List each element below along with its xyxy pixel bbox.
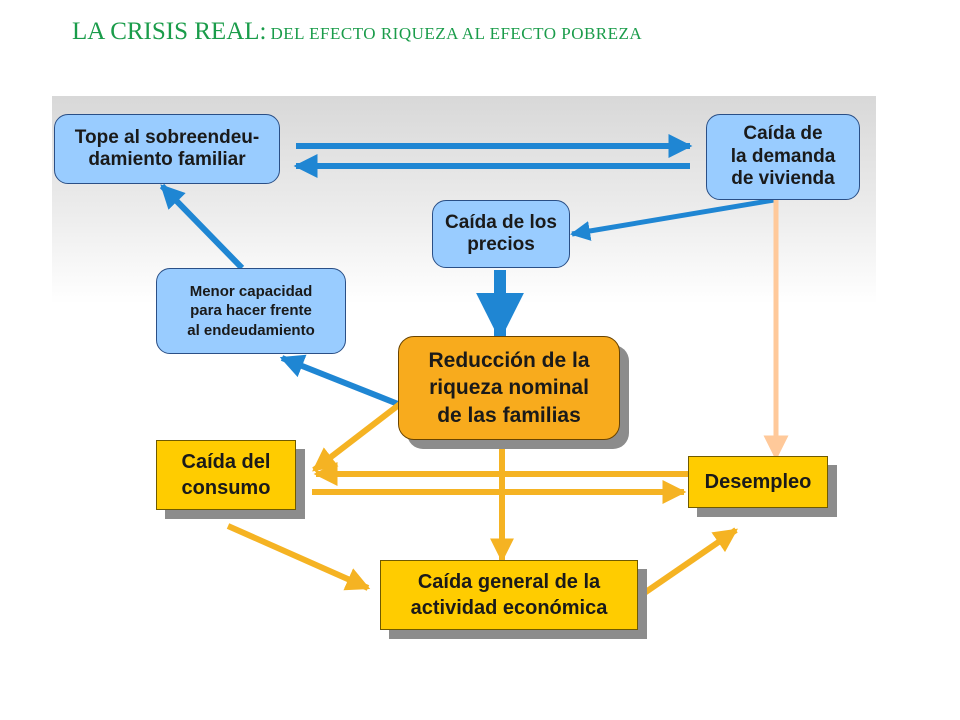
node-caida-consumo: Caída del consumo	[156, 440, 296, 510]
node-desempleo: Desempleo	[688, 456, 828, 508]
arrow-menor-to-tope	[159, 183, 245, 271]
arrow-reduccion-to-menor	[279, 354, 400, 407]
arrow-reduccion-to-consumo	[312, 401, 402, 473]
node-reduccion-riqueza: Reducción de la riqueza nominal de las f…	[398, 336, 620, 440]
node-menor-capacidad: Menor capacidad para hacer frente al end…	[156, 268, 346, 354]
node-caida-demanda-vivienda: Caída de la demanda de vivienda	[706, 114, 860, 200]
arrow-consumo-to-general	[226, 523, 371, 591]
node-caida-general: Caída general de la actividad económica	[380, 560, 638, 630]
arrow-demanda-to-precios	[570, 197, 775, 241]
title-main: LA CRISIS REAL:	[72, 18, 267, 45]
title-sub: DEL EFECTO RIQUEZA AL EFECTO POBREZA	[270, 24, 643, 43]
node-tope-sobreendeudamiento: Tope al sobreendeu- damiento familiar	[54, 114, 280, 184]
arrow-general-to-desempleo	[638, 527, 738, 599]
node-caida-precios: Caída de los precios	[432, 200, 570, 268]
page-title: LA CRISIS REAL: DEL EFECTO RIQUEZA AL EF…	[72, 16, 832, 47]
